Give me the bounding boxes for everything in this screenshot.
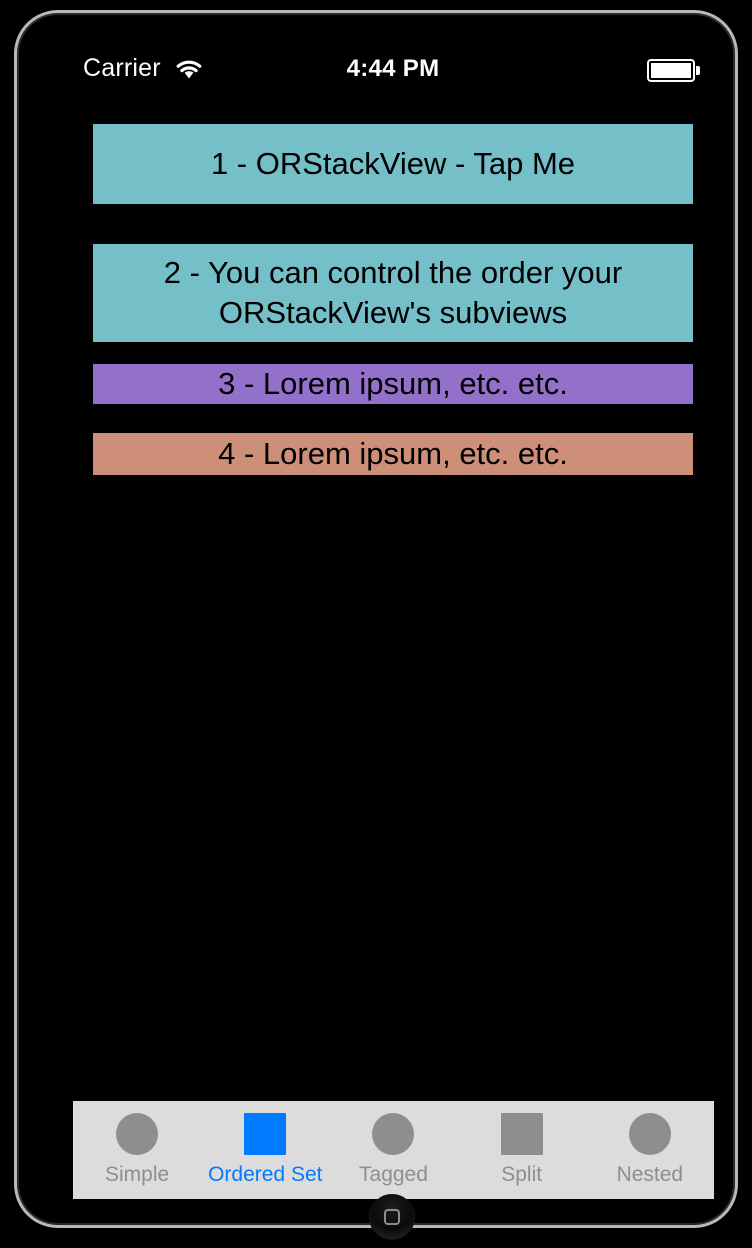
status-bar-carrier: Carrier	[83, 54, 161, 82]
tab-label: Ordered Set	[208, 1163, 323, 1186]
tab-bar: Simple Ordered Set Tagged Split Nested	[73, 1101, 714, 1199]
tab-item-tagged[interactable]: Tagged	[329, 1113, 457, 1187]
wifi-icon	[176, 60, 202, 79]
status-bar-time: 4:44 PM	[346, 55, 440, 82]
battery-body	[647, 59, 695, 82]
home-square-icon	[384, 1209, 400, 1225]
device-screen: Carrier 4:44 PM 1 - ORStackView - Tap Me…	[59, 45, 727, 1200]
or-stack-view: 1 - ORStackView - Tap Me 2 - You can cont…	[93, 124, 693, 475]
circle-icon	[628, 1113, 671, 1155]
tab-label: Nested	[616, 1163, 684, 1186]
stack-row-label: 1 - ORStackView - Tap Me	[210, 146, 576, 181]
tab-item-simple[interactable]: Simple	[73, 1113, 201, 1187]
tab-label: Simple	[104, 1163, 170, 1186]
circle-icon	[372, 1113, 415, 1155]
square-icon	[500, 1113, 543, 1155]
stack-row[interactable]: 1 - ORStackView - Tap Me	[93, 124, 693, 204]
tab-label: Split	[501, 1163, 543, 1186]
tab-item-ordered-set[interactable]: Ordered Set	[201, 1113, 329, 1187]
battery-fill	[651, 63, 691, 78]
battery-indicator	[647, 59, 703, 83]
tab-label: Tagged	[359, 1163, 428, 1186]
stack-row[interactable]: 3 - Lorem ipsum, etc. etc.	[93, 364, 693, 404]
stack-row-label: 3 - Lorem ipsum, etc. etc.	[218, 366, 568, 401]
device-frame: Carrier 4:44 PM 1 - ORStackView - Tap Me…	[14, 10, 738, 1240]
square-icon	[244, 1113, 287, 1155]
tab-item-split[interactable]: Split	[458, 1113, 586, 1187]
stack-row-label: 4 - Lorem ipsum, etc. etc.	[218, 436, 568, 471]
home-button[interactable]	[369, 1194, 415, 1240]
battery-cap	[696, 66, 700, 75]
status-bar: Carrier 4:44 PM	[59, 45, 727, 93]
tab-item-nested[interactable]: Nested	[586, 1113, 714, 1187]
stack-row[interactable]: 4 - Lorem ipsum, etc. etc.	[93, 433, 693, 475]
circle-icon	[116, 1113, 159, 1155]
